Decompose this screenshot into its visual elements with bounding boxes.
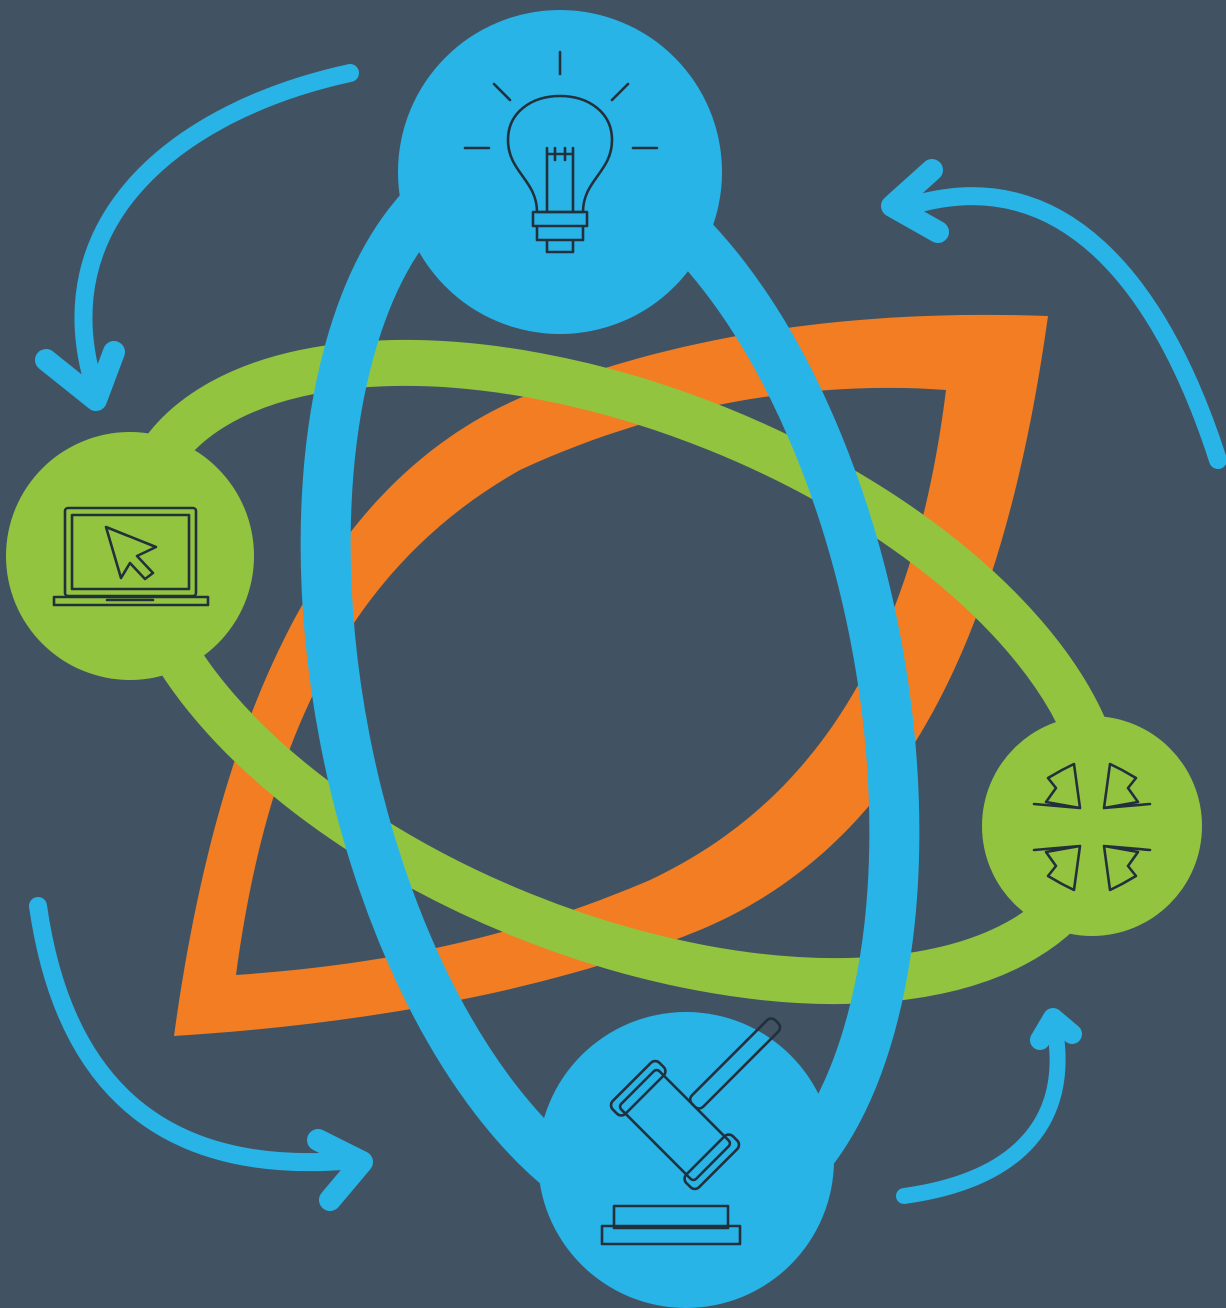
four-arrows-inward-icon (1032, 762, 1152, 892)
node-idea (398, 10, 722, 334)
node-decide (538, 1012, 834, 1308)
node-interact (6, 432, 254, 680)
gavel-icon (600, 1017, 782, 1246)
arrow-top-left (35, 64, 359, 411)
node-converge (982, 716, 1202, 936)
arrow-top-right (881, 159, 1226, 469)
orange-leaf (174, 314, 1048, 1036)
laptop-cursor-icon (52, 506, 210, 607)
arrow-bottom-left (29, 897, 373, 1211)
arrow-bottom-right (896, 1008, 1082, 1204)
lightbulb-icon (463, 50, 659, 254)
